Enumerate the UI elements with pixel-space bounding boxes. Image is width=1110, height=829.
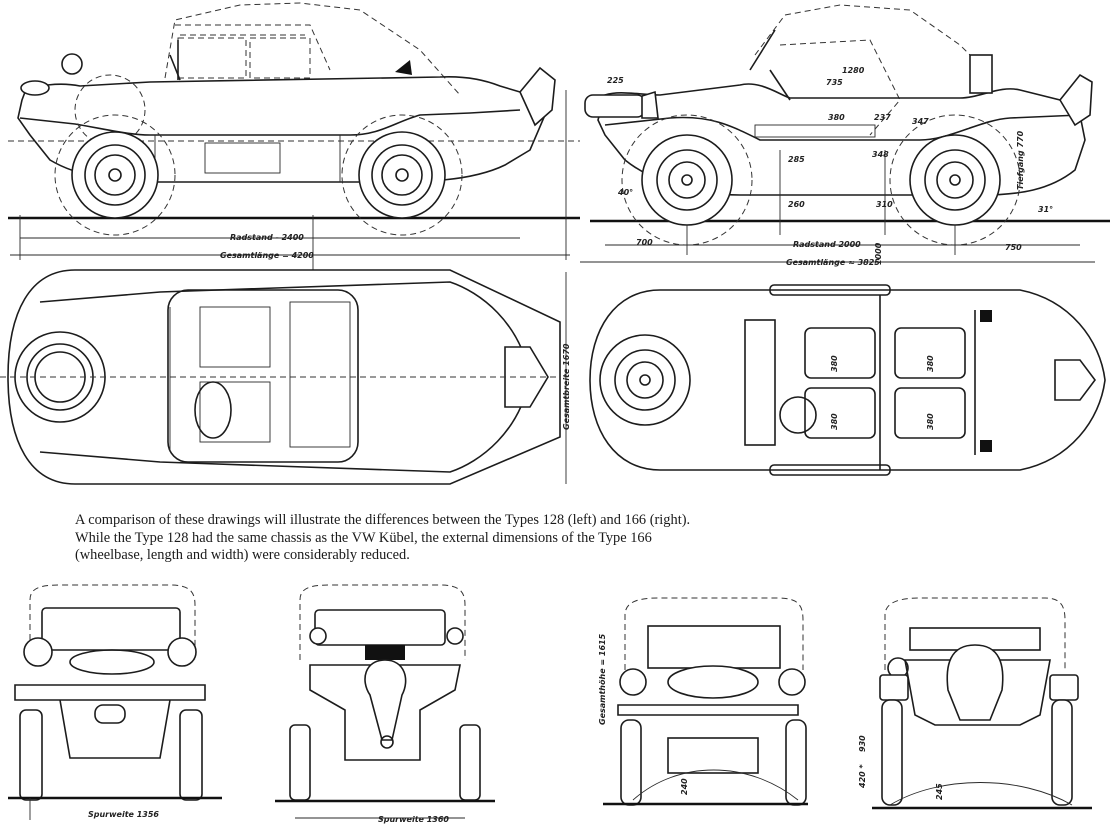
headlamp-right [778,668,806,696]
type166-dim-237: 237 [874,113,891,122]
propeller-guard [519,66,556,127]
type166-angle-rear: 31° [1038,205,1054,214]
type166-rear-drawing [872,597,1092,810]
wheel-right [459,724,481,801]
wheel-left [289,724,311,801]
type128-front-drawing [8,584,222,820]
windscreen [647,625,781,669]
type166-dim-260: 260 [788,200,805,209]
engine-cover [946,644,1004,721]
type166-dim-310: 310 [876,200,893,209]
caption-line-1: A comparison of these drawings will illu… [75,512,691,528]
type128-length-label: Gesamtlänge = 4200 [220,251,314,260]
wheel-left [19,709,43,801]
wheel-right [785,719,807,806]
type166-length-label: Gesamtlänge ≈ 3825 [786,258,880,267]
type166-rear-view [860,590,1092,829]
type166-top-drawing [589,284,1106,476]
propeller-guard [1059,73,1093,127]
type166-seat-width-2: 380 [830,413,839,430]
type166-rear-overhang: 750 [1005,243,1022,252]
type128-side-drawing [8,2,580,270]
type166-top-view [580,270,1110,500]
wheel-left [620,719,642,806]
cockpit [167,289,359,463]
type128-wheelbase-label: Radstand - 2400 [230,233,304,242]
steering-wheel [779,396,817,434]
type166-dim-285: 285 [788,155,805,164]
type166-dim-347: 347 [912,117,929,126]
soft-top-outline [624,597,804,670]
type166-spare-wheel-offset: 225 [607,76,624,85]
propeller [1054,359,1096,401]
windscreen [41,607,181,651]
type166-front-overhang: 700 [636,238,653,247]
seat-rear-right [894,387,966,439]
type166-seat-width-4: 380 [926,413,935,430]
soft-top-outline [754,4,991,76]
soft-top-outline [299,584,466,660]
caption-line-3: (wheelbase, length and width) were consi… [75,547,410,563]
type166-wheelbase-label: Radstand 2000 [793,240,861,249]
type166-draught-label: Tiefgang 770 [1016,130,1025,190]
type128-top-drawing [0,269,567,485]
type128-front-track-label: Spurweite 1356 [88,810,159,819]
headlamp-left [23,637,53,667]
type166-overall-height-label: Gesamthöhe = 1615 [598,633,607,725]
type166-dim-380: 380 [828,113,845,122]
type166-angle-front: 40° [618,188,634,197]
wheel-left [881,699,903,806]
type128-side-view [0,0,580,270]
type128-top-view [0,262,580,494]
type128-front-view [0,580,230,829]
seat-rear-left [894,327,966,379]
caption-line-2: While the Type 128 had the same chassis … [75,529,652,546]
wheel-right [1051,699,1073,806]
type166-height-unladen: 1000 [874,242,883,265]
type166-front-ground-clearance: 240 [680,778,689,795]
spare-wheel [599,334,691,426]
hull-outline [7,269,561,485]
headlamp-left [619,668,647,696]
type166-dim-348: 348 [872,150,889,159]
type166-seat-width-1: 380 [830,355,839,372]
type166-side-view [580,0,1110,270]
type128-rear-view [270,580,500,829]
propeller-housing [364,659,407,741]
soft-top-outline [884,597,1066,670]
nose-panel [667,737,759,774]
front-wheel [71,131,159,219]
seat-front-left [804,327,876,379]
type166-front-drawing [603,597,808,806]
type166-rear-dim-420: 420 * [858,764,867,788]
rear-wheel [358,131,446,219]
type166-dim-735: 735 [826,78,843,87]
type166-rear-ground-clearance: 245 [935,783,944,800]
type166-seat-width-3: 380 [926,355,935,372]
propeller [504,346,549,408]
type166-side-drawing [580,4,1110,263]
type166-front-view [598,590,808,829]
type166-rear-dim-930: 930 [858,735,867,752]
front-wheel [641,134,733,226]
type128-rear-drawing [275,584,495,819]
soft-top-outline [164,2,461,96]
hull-outline [589,289,1106,471]
soft-top-outline [29,584,196,660]
type166-dim-1280: 1280 [842,66,865,75]
wheel-right [179,709,203,801]
seat-front-right [804,387,876,439]
type128-rear-track-label: Spurweite 1360 [378,815,449,824]
type128-width-label: Gesamtbreite 1670 [562,343,571,430]
rear-wheel [909,134,1001,226]
headlamp-right [167,637,197,667]
steering-wheel [194,381,232,439]
caption: A comparison of these drawings will illu… [75,512,815,565]
